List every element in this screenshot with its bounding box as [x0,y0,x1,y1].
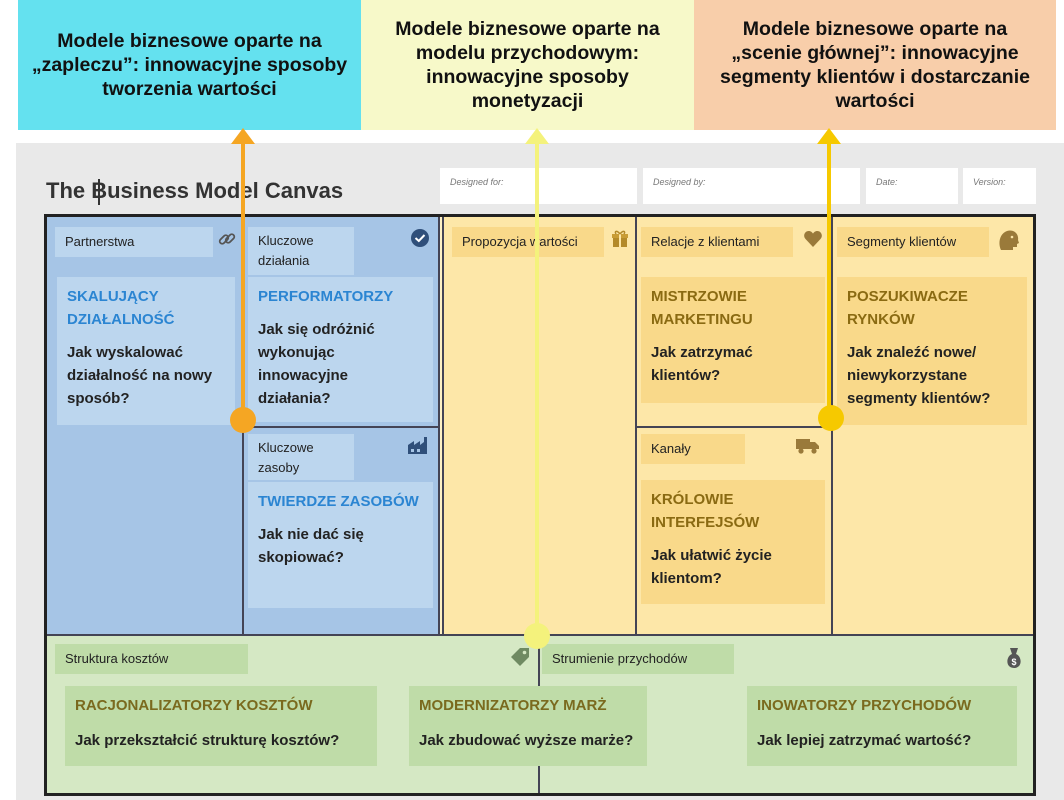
note-question: Jak zatrzymać klientów? [651,344,753,384]
truck-icon [796,439,819,454]
header-frontstage: Modele biznesowe oparte na „scenie główn… [694,0,1056,130]
note-title: INOWATORZY PRZYCHODÓW [757,697,972,714]
note-question: Jak lepiej zatrzymać wartość? [757,732,972,749]
link-icon [218,233,236,245]
note-title: MISTRZOWIE MARKETINGU [651,288,753,328]
note-question: Jak nie dać się skopiować? [258,526,364,566]
note-title: KRÓLOWIE INTERFEJSÓW [651,491,760,531]
note-channels: KRÓLOWIE INTERFEJSÓW Jak ułatwić życie k… [641,480,825,604]
arrow-up-icon [817,128,841,144]
header-revenue-model: Modele biznesowe oparte na modelu przych… [361,0,694,130]
person-icon [999,230,1019,250]
check-circle-icon [411,229,429,247]
block-label: Kanały [641,434,745,464]
note-title: TWIERDZE ZASOBÓW [258,493,419,510]
block-customer-relationships: Relacje z klientami MISTRZOWIE MARKETING… [637,217,833,428]
block-cost-structure: Struktura kosztów RACJONALIZATORZY KOSZT… [47,634,540,793]
factory-icon [408,437,427,454]
canvas-title: The Business Model Canvas [46,178,344,203]
business-model-canvas: Partnerstwa SKALUJĄCY DZIAŁALNOŚĆ Jak wy… [44,214,1036,796]
text-cursor [98,179,100,205]
svg-text:$: $ [1011,657,1016,667]
note-revenue-innovators: INOWATORZY PRZYCHODÓW Jak lepiej zatrzym… [747,686,1017,766]
note-title: RACJONALIZATORZY KOSZTÓW [75,697,313,714]
block-label: Relacje z klientami [641,227,793,257]
block-customer-segments: Segmenty klientów POSZUKIWACZE RYNKÓW Ja… [833,217,1033,634]
note-customer-segments: POSZUKIWACZE RYNKÓW Jak znaleźć nowe/ ni… [837,277,1027,425]
block-label: Segmenty klientów [837,227,989,257]
header-backstage: Modele biznesowe oparte na „zapleczu”: i… [18,0,361,130]
version-field[interactable]: Version: [963,168,1036,204]
block-label: Struktura kosztów [55,644,248,674]
block-label: Propozycja wartości [452,227,604,257]
note-question: Jak przekształcić strukturę kosztów? [75,732,340,749]
connector-dot-backstage [230,407,256,433]
note-title: PERFORMATORZY [258,288,394,305]
note-customer-relationships: MISTRZOWIE MARKETINGU Jak zatrzymać klie… [641,277,825,403]
block-key-activities: Kluczowe działania PERFORMATORZY Jak się… [244,217,440,428]
note-question: Jak wyskalować działalność na nowy sposó… [67,344,213,407]
connector-line-backstage [241,140,245,420]
arrow-up-icon [231,128,255,144]
connector-dot-frontstage [818,405,844,431]
note-question: Jak się odróżnić wykonując innowacyjne d… [258,321,375,407]
note-margin-modernizers: MODERNIZATORZY MARŻ Jak zbudować wyższe … [409,686,647,766]
block-label: Kluczowe działania [248,227,354,275]
money-bag-icon: $ [1007,648,1021,668]
block-revenue-streams: Strumienie przychodów $ MODERNIZATORZY M… [409,634,1033,793]
block-label: Kluczowe zasoby [248,434,354,480]
note-title: SKALUJĄCY DZIAŁALNOŚĆ [67,288,175,328]
block-channels: Kanały KRÓLOWIE INTERFEJSÓW Jak ułatwić … [637,428,833,634]
note-question: Jak ułatwić życie klientom? [651,547,772,587]
arrow-up-icon [525,128,549,144]
block-partners: Partnerstwa SKALUJĄCY DZIAŁALNOŚĆ Jak wy… [47,217,244,634]
note-cost-structure: RACJONALIZATORZY KOSZTÓW Jak przekształc… [65,686,377,766]
block-label: Partnerstwa [55,227,213,257]
block-key-resources: Kluczowe zasoby TWIERDZE ZASOBÓW Jak nie… [244,428,440,634]
gift-icon [612,230,628,247]
date-field[interactable]: Date: [866,168,958,204]
note-question: Jak zbudować wyższe marże? [419,732,634,749]
connector-line-frontstage [827,140,831,420]
block-label: Strumienie przychodów [542,644,734,674]
designed-by-field[interactable]: Designed by: [643,168,860,204]
note-question: Jak znaleźć nowe/ niewykorzystane segmen… [847,344,991,407]
tag-icon [511,648,529,666]
note-key-resources: TWIERDZE ZASOBÓW Jak nie dać się skopiow… [248,482,433,608]
note-key-activities: PERFORMATORZY Jak się odróżnić wykonując… [248,277,433,422]
connector-dot-revenue [524,623,550,649]
block-value-proposition: Propozycja wartości [442,217,637,634]
note-title: POSZUKIWACZE RYNKÓW [847,288,968,328]
heart-icon [804,231,822,247]
note-partners: SKALUJĄCY DZIAŁALNOŚĆ Jak wyskalować dzi… [57,277,235,425]
connector-line-revenue [535,140,539,637]
note-title: MODERNIZATORZY MARŻ [419,697,607,714]
